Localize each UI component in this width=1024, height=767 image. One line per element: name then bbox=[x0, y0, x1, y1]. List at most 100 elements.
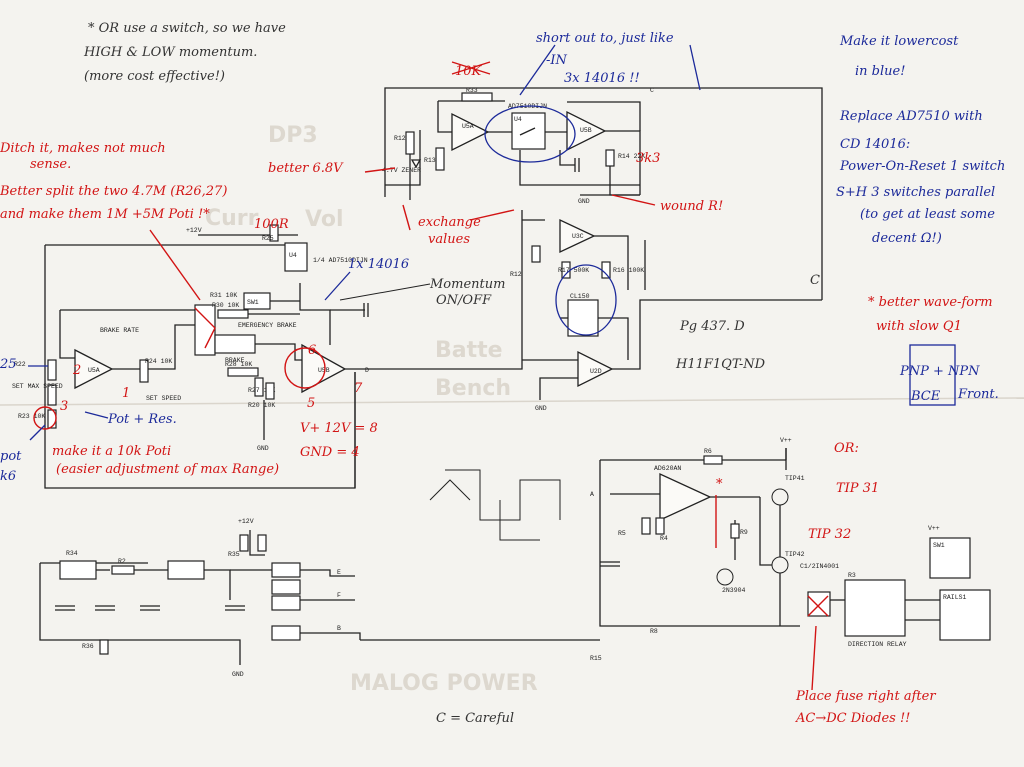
note-star: * bbox=[716, 477, 723, 492]
r9-label: R6 bbox=[704, 448, 712, 455]
note-3x14016: 3x 14016 !! bbox=[564, 71, 640, 86]
brake-label: BRAKE bbox=[225, 357, 245, 364]
note-circle-top bbox=[484, 105, 576, 163]
note-100r: 100R bbox=[254, 217, 289, 232]
r1-label: R36 bbox=[82, 643, 94, 650]
relay-label: DIRECTION RELAY bbox=[848, 641, 907, 648]
node-d-left: D bbox=[365, 367, 369, 374]
u4-top-label: U4 bbox=[514, 116, 522, 123]
emergency-brake-label: EMERGENCY BRAKE bbox=[238, 322, 297, 329]
r-relay: R3 bbox=[848, 572, 856, 579]
note-pot-1: pot bbox=[0, 449, 22, 464]
r23-label: R23 10K bbox=[18, 413, 45, 420]
note-exchange-1: exchange bbox=[418, 215, 481, 230]
note-fuse-2: AC→DC Diodes !! bbox=[795, 711, 910, 726]
mid-right-section: U3C R17 500K R16 100K R12 CL150 U2D GND bbox=[510, 210, 822, 412]
bg-text-5: Bench bbox=[435, 376, 511, 401]
note-replace-4: S+H 3 switches parallel bbox=[836, 185, 995, 200]
note-fuse-1: Place fuse right after bbox=[795, 689, 936, 704]
r-top-osc: R34 bbox=[66, 550, 78, 557]
bg-text-4: Batte bbox=[435, 338, 503, 363]
note-pot-2: k6 bbox=[0, 469, 16, 484]
note-pot-res: Pot + Res. bbox=[107, 412, 177, 427]
r31-label: R31 10K bbox=[210, 292, 237, 299]
note-wound-r: wound R! bbox=[660, 199, 723, 214]
sw1-block bbox=[929, 537, 971, 579]
tip41-label: TIP41 bbox=[785, 475, 805, 482]
note-ditch-1: Ditch it, makes not much bbox=[0, 141, 166, 156]
ad620-label: AD620AN bbox=[654, 465, 681, 472]
u5a-left-label: U5A bbox=[88, 367, 100, 374]
note-pin6: 6 bbox=[308, 343, 316, 358]
top-section: R33 U5A U4 AD7510DIJN U5B R12 R13 4.7V Z… bbox=[382, 87, 823, 300]
transistor-2n3904 bbox=[716, 568, 734, 586]
r5-label: R35 bbox=[228, 551, 240, 558]
r17-label: R17 500K bbox=[558, 267, 589, 274]
node-e: E bbox=[337, 569, 341, 576]
oscillator-section: R34 R2 E F B +12V R35 R36 bbox=[39, 518, 355, 678]
note-or-switch-2: HIGH & LOW momentum. bbox=[83, 45, 257, 60]
opamp-u2d bbox=[577, 350, 614, 388]
inverter-4 bbox=[271, 579, 301, 595]
bridge-label: C1/2IN4001 bbox=[800, 563, 839, 570]
note-split-1: Better split the two 4.7M (R26,27) bbox=[0, 184, 227, 199]
r6-label: R4 bbox=[660, 535, 668, 542]
r27-label: R27 10K bbox=[248, 387, 275, 394]
blue-annotations: Make it lowercost in blue! Replace AD751… bbox=[0, 31, 1005, 484]
rails-block bbox=[939, 589, 991, 641]
note-pnp-npn: PNP + NPN bbox=[899, 364, 980, 379]
tip42-label: TIP42 bbox=[785, 551, 805, 558]
plus12v-osc: +12V bbox=[238, 518, 254, 525]
r-pwr: R15 bbox=[590, 655, 602, 662]
note-ditch-2: sense. bbox=[30, 157, 71, 172]
note-10k-1: make it a 10k Poti bbox=[52, 444, 171, 459]
r24-label: R24 10K bbox=[145, 358, 172, 365]
r18-label: R14 22K bbox=[618, 153, 645, 160]
vpp-label: V++ bbox=[780, 437, 792, 444]
opamp-u5a-left bbox=[74, 348, 114, 390]
note-short-1: short out to, just like bbox=[536, 31, 674, 46]
set-speed-label: SET SPEED bbox=[146, 395, 181, 402]
node-a: A bbox=[590, 491, 594, 498]
r28-label: R28 10K bbox=[225, 361, 252, 368]
direction-relay bbox=[844, 579, 906, 637]
note-1x14016: 1x 14016 bbox=[348, 257, 409, 272]
note-short-2: -IN bbox=[546, 53, 568, 68]
2n3904-label: 2N3904 bbox=[722, 587, 746, 594]
u5b-top-label: U5B bbox=[580, 127, 592, 134]
note-or-switch-1: * OR use a switch, so we have bbox=[88, 21, 286, 36]
note-better-68v: better 6.8V bbox=[268, 161, 344, 176]
note-momentum-1: Momentum bbox=[429, 277, 505, 292]
note-pin3: 3 bbox=[60, 399, 68, 414]
note-10k-2: (easier adjustment of max Range) bbox=[56, 462, 279, 477]
note-lowcost-2: in blue! bbox=[855, 64, 905, 79]
opamp-u5b-top bbox=[566, 110, 607, 152]
rails-label: RAILS1 bbox=[943, 594, 967, 601]
inverter-3 bbox=[271, 562, 301, 578]
note-pin2: 2 bbox=[72, 363, 81, 378]
node-f: F bbox=[337, 592, 341, 599]
note-exchange-2: values bbox=[428, 232, 470, 247]
bg-text-1: DP3 bbox=[268, 123, 318, 148]
note-transistor-drawing bbox=[909, 344, 956, 406]
note-circle-r23 bbox=[33, 406, 57, 430]
note-wave-1: * better wave-form bbox=[868, 295, 993, 310]
bg-text-3: Vol bbox=[305, 207, 343, 232]
note-pin1: 1 bbox=[122, 386, 130, 401]
set-max-speed-label: SET MAX SPEED bbox=[12, 383, 63, 390]
note-25: 25 bbox=[0, 357, 17, 372]
switch-u4-left bbox=[284, 242, 308, 272]
inverter-2 bbox=[167, 560, 205, 580]
u5b-left-label: U5B bbox=[318, 367, 330, 374]
note-momentum-2: ON/OFF bbox=[436, 293, 492, 308]
note-replace-3: Power-On-Reset 1 switch bbox=[839, 159, 1005, 174]
left-section: U5A R22 SET MAX SPEED R23 10K R24 10K SE… bbox=[12, 224, 523, 489]
sw-e-label: SW1 bbox=[247, 299, 259, 306]
ad7510-left-label: 1/4 AD7510DIJN bbox=[313, 257, 368, 264]
note-tip31: TIP 31 bbox=[836, 481, 879, 496]
r21-label: R20 10K bbox=[248, 402, 275, 409]
brake-rate-label: BRAKE RATE bbox=[100, 327, 139, 334]
r25-label: R25 bbox=[262, 235, 274, 242]
note-replace-5: (to get at least some bbox=[860, 207, 995, 222]
opamp-u3c bbox=[559, 218, 596, 254]
